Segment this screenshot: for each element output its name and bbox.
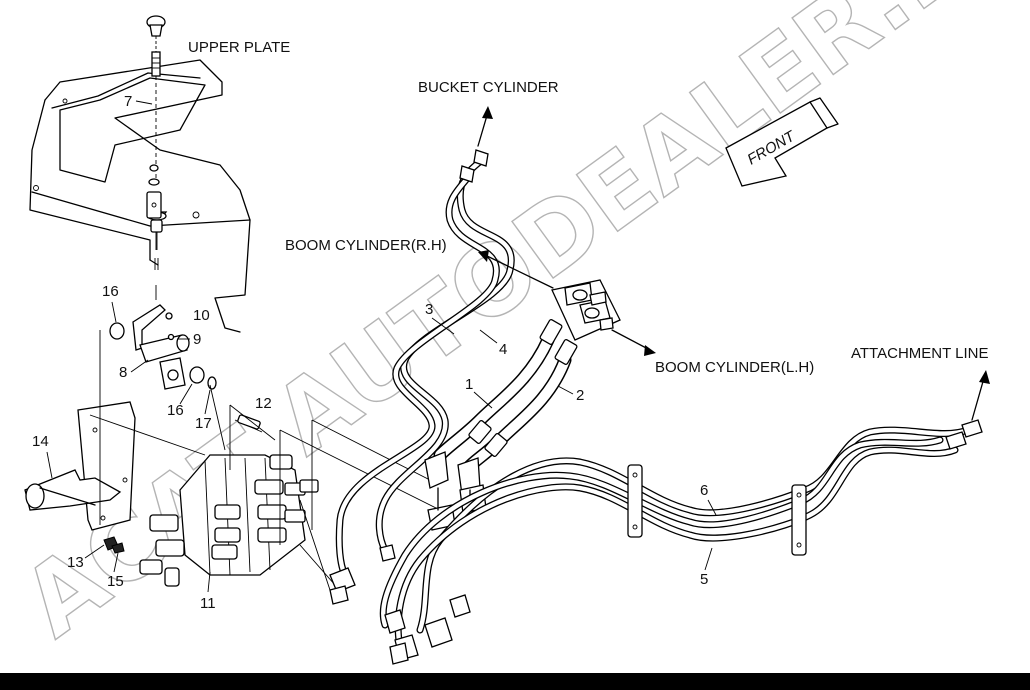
boom-tee-fittings bbox=[551, 279, 621, 341]
callout-12: 12 bbox=[255, 395, 272, 412]
callout-16-top: 16 bbox=[102, 283, 119, 300]
bucket-cylinder-label: BUCKET CYLINDER bbox=[418, 79, 559, 96]
callout-17: 17 bbox=[195, 415, 212, 432]
callout-6: 6 bbox=[700, 482, 708, 499]
callout-16-bottom: 16 bbox=[167, 402, 184, 419]
pipes-5-6 bbox=[379, 419, 983, 665]
pipe-3-4 bbox=[329, 149, 515, 605]
upper-plate bbox=[29, 59, 251, 333]
control-valve-block bbox=[139, 414, 319, 587]
mounting-bracket bbox=[24, 401, 136, 554]
callout-9: 9 bbox=[193, 331, 201, 348]
callout-7: 7 bbox=[124, 93, 132, 110]
hoses-1-2 bbox=[424, 319, 578, 531]
callout-4: 4 bbox=[499, 341, 507, 358]
upper-plate-label: UPPER PLATE bbox=[188, 39, 290, 56]
boom-cylinder-lh-label: BOOM CYLINDER(L.H) bbox=[655, 359, 814, 376]
attachment-line-label: ATTACHMENT LINE bbox=[851, 345, 989, 362]
callout-1: 1 bbox=[465, 376, 473, 393]
leader-lines bbox=[89, 330, 441, 591]
callout-5: 5 bbox=[700, 571, 708, 588]
callout-15: 15 bbox=[107, 573, 124, 590]
callout-2: 2 bbox=[576, 387, 584, 404]
boom-cylinder-rh-label: BOOM CYLINDER(R.H) bbox=[285, 237, 447, 254]
callout-13: 13 bbox=[67, 554, 84, 571]
part-callouts: 1 2 3 4 5 6 7 8 9 10 11 12 13 14 15 16 1… bbox=[32, 93, 717, 612]
callout-8: 8 bbox=[119, 364, 127, 381]
knob bbox=[146, 15, 166, 219]
callout-14: 14 bbox=[32, 433, 49, 450]
flow-arrows bbox=[477, 106, 990, 421]
bottom-bar bbox=[0, 673, 1030, 690]
callout-3: 3 bbox=[425, 301, 433, 318]
callout-10: 10 bbox=[193, 307, 210, 324]
callout-11: 11 bbox=[200, 595, 216, 612]
